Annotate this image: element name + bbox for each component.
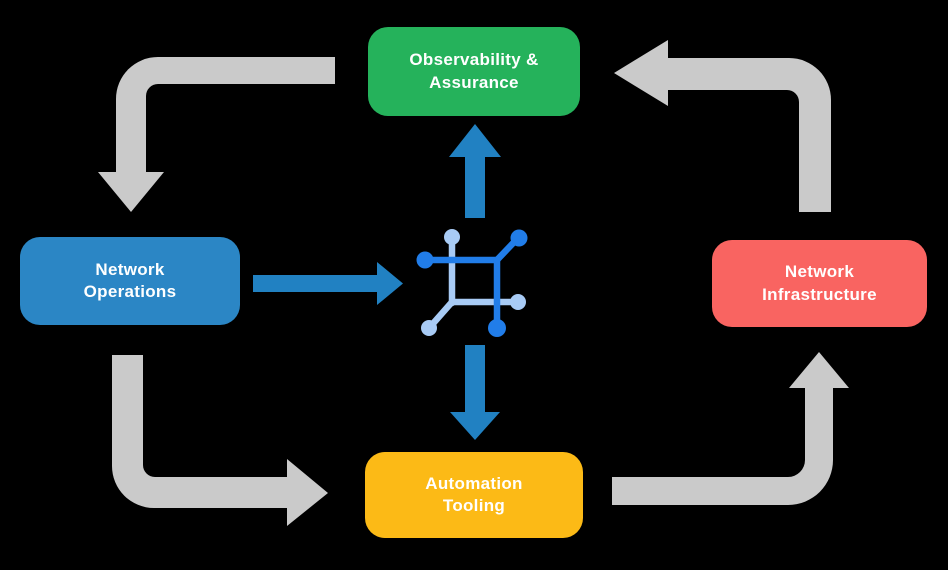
arrow-automation-to-infrastructure [612, 352, 849, 505]
arrow-operations-to-automation [112, 355, 328, 526]
network-hub-icon [416, 229, 528, 337]
arrow-hub-to-observability [449, 124, 501, 218]
node-automation-tooling: Automation Tooling [365, 452, 583, 538]
node-observability-assurance: Observability & Assurance [368, 27, 580, 116]
arrow-infrastructure-to-observability [614, 40, 831, 212]
node-label-line: Assurance [429, 72, 519, 92]
node-label-line: Observability & [409, 50, 539, 70]
arrow-observability-to-operations [98, 57, 335, 212]
node-label-line: Network [95, 259, 165, 279]
hub-dark-dots [416, 229, 528, 337]
hub-light-dots [421, 229, 526, 336]
node-label-line: Tooling [442, 496, 506, 515]
node-label-line: Automation [425, 473, 523, 493]
node-label-line: Infrastructure [762, 284, 877, 304]
node-network-operations: Network Operations [20, 237, 240, 325]
node-label-line: Network [784, 262, 855, 282]
arrow-hub-to-automation [450, 345, 500, 440]
arrow-operations-to-hub [253, 262, 403, 305]
node-label-line: Operations [83, 282, 177, 301]
node-network-infrastructure: Network Infrastructure [712, 240, 927, 327]
